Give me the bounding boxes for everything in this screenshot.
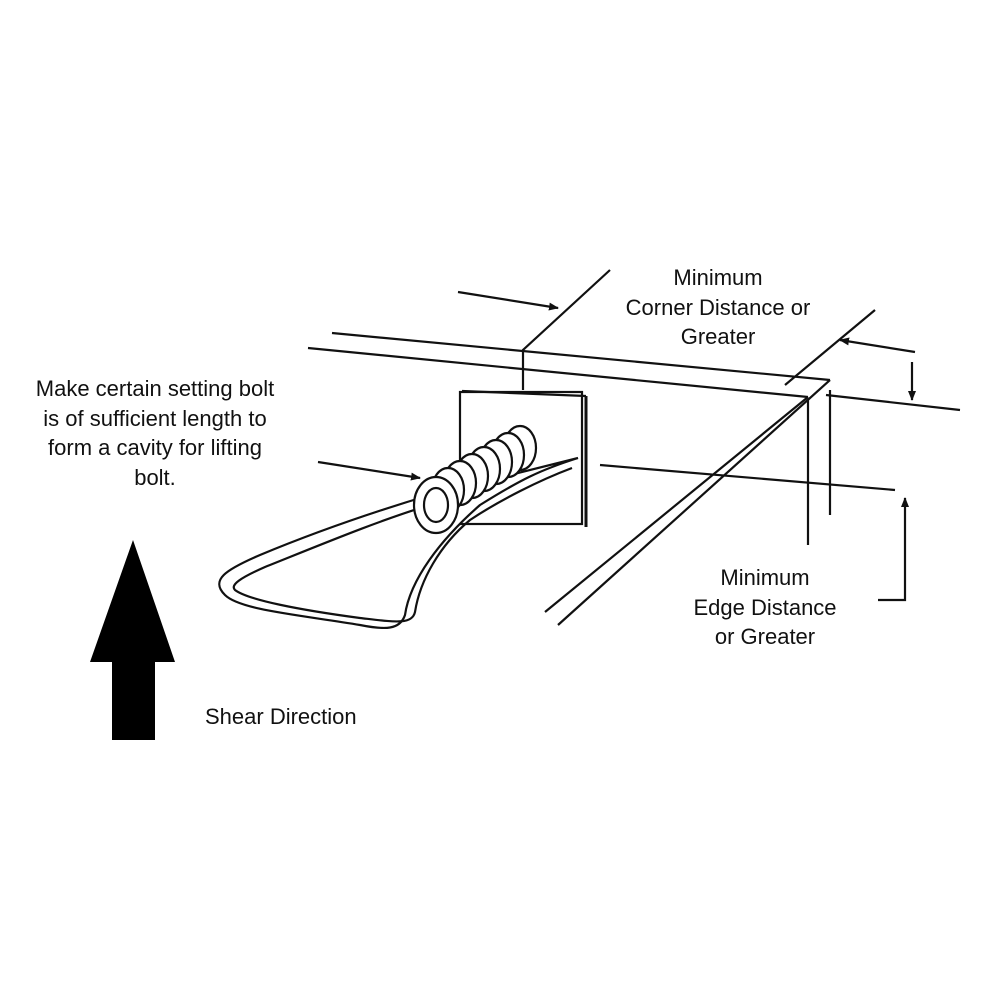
edge-extension-top xyxy=(825,393,961,412)
corner-extension xyxy=(784,309,876,386)
slab-side-edge xyxy=(557,379,831,626)
shear-arrow-icon xyxy=(90,540,175,740)
slab-side-edge-inner xyxy=(544,396,809,613)
shear-direction-label: Shear Direction xyxy=(205,704,357,729)
note-line: form a cavity for lifting xyxy=(48,435,262,460)
label-line: Edge Distance xyxy=(693,594,837,620)
edge-extension-bottom xyxy=(599,463,896,492)
corner-arrow xyxy=(457,290,559,311)
label-line: Minimum xyxy=(673,265,763,290)
note-line: Make certain setting bolt xyxy=(35,376,275,401)
coil-spring xyxy=(412,424,538,535)
edge-distance-label: Minimum Edge Distance or Greater xyxy=(665,563,865,652)
corner-leader xyxy=(521,269,611,390)
slab-top-edge xyxy=(331,331,831,382)
corner-arrow-right xyxy=(839,337,916,354)
label-line: or Greater xyxy=(714,624,816,649)
wire-loop xyxy=(218,456,579,630)
label-line: Greater xyxy=(680,324,756,349)
setting-bolt-arrow xyxy=(317,460,421,481)
corner-distance-label: Minimum Corner Distance or Greater xyxy=(598,263,838,352)
setting-bolt-note: Make certain setting bolt is of sufficie… xyxy=(5,374,305,492)
edge-arrow-up xyxy=(878,497,909,602)
slab-second-edge xyxy=(307,346,809,399)
note-line: bolt. xyxy=(134,464,176,490)
note-line: is of sufficient length to xyxy=(43,405,267,431)
label-line: Minimum xyxy=(720,565,810,590)
label-line: Corner Distance or xyxy=(625,294,811,320)
